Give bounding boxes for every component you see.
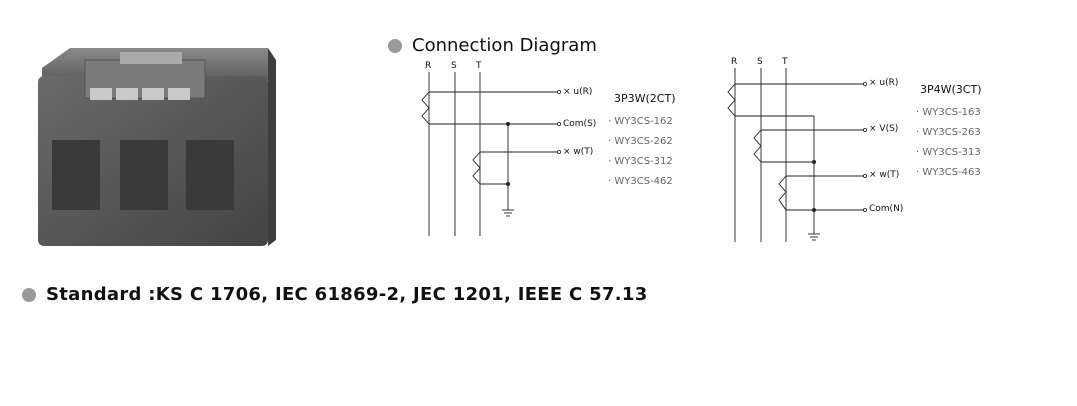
terminal-label-w: ⨯ w(T) [563,147,594,157]
standard-text: Standard :KS C 1706, IEC 61869-2, JEC 12… [46,284,648,305]
phase-label-t: T [782,57,788,67]
terminal-label-v: ⨯ V(S) [869,124,899,134]
terminal-label-com: Com(S) [563,119,597,129]
model-item: · WY3CS-463 [916,167,981,178]
phase-label-r: R [731,57,738,67]
standard-bullet [22,288,36,302]
phase-label-r: R [425,61,432,71]
phase-label-s: S [451,61,457,71]
model-item: · WY3CS-162 [608,116,673,127]
connection-diagram-title: Connection Diagram [412,35,597,56]
model-item: · WY3CS-262 [608,136,673,147]
terminal-label-u: ⨯ u(R) [869,78,899,88]
config-3p3w: 3P3W(2CT) [614,92,676,105]
model-item: · WY3CS-263 [916,127,981,138]
model-item: · WY3CS-462 [608,176,673,187]
terminal-label-w: ⨯ w(T) [869,170,900,180]
current-transformer-image [38,48,276,246]
config-3p4w: 3P4W(3CT) [920,83,982,96]
model-item: · WY3CS-313 [916,147,981,158]
model-item: · WY3CS-312 [608,156,673,167]
phase-label-s: S [757,57,763,67]
phase-label-t: T [476,61,482,71]
connection-diagram-3p3w [421,72,561,236]
heading-bullet [388,39,402,53]
connection-diagram-3p4w [727,68,867,242]
model-item: · WY3CS-163 [916,107,981,118]
terminal-label-u: ⨯ u(R) [563,87,593,97]
terminal-label-com: Com(N) [869,204,904,214]
